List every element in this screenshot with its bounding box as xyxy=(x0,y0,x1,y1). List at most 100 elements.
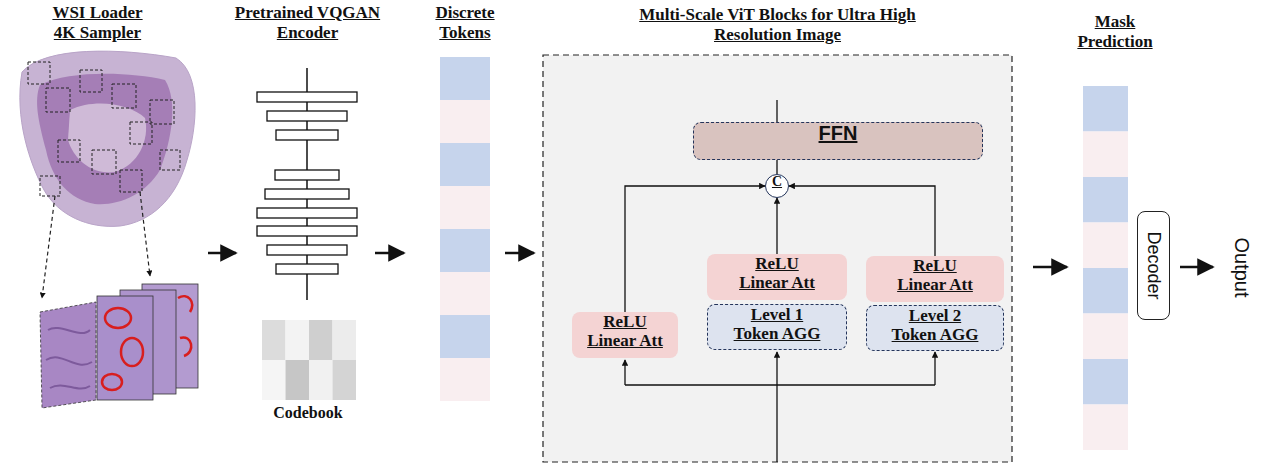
input-line xyxy=(625,384,935,385)
vit-block-frame xyxy=(543,55,1012,462)
sample-box xyxy=(80,70,102,92)
codebook-label: Codebook xyxy=(258,404,358,422)
encoder-layer xyxy=(265,189,349,199)
section-heading: Mask Prediction xyxy=(1077,12,1152,51)
codebook-grid xyxy=(262,320,356,400)
mask-cell xyxy=(1083,268,1128,314)
section-heading: WSI Loader 4K Sampler xyxy=(40,3,155,43)
tissue-inner xyxy=(68,104,146,173)
section-heading: Pretrained VQGAN Encoder xyxy=(220,3,395,43)
codebook-cell xyxy=(309,320,333,360)
node-label: ReLU Linear Att xyxy=(892,256,978,294)
connector xyxy=(776,198,777,254)
token-cell xyxy=(440,229,490,272)
sample-box xyxy=(40,176,60,196)
sample-box xyxy=(120,170,142,192)
sample-box xyxy=(150,100,174,124)
input-arrow xyxy=(776,352,777,385)
vit-block: Multi-Scale ViT Blocks for Ultra High Re… xyxy=(543,5,1012,463)
sample-box xyxy=(58,140,80,162)
aggregation-box: Level 1 Token AGG xyxy=(707,304,847,350)
flow-arrow xyxy=(375,252,404,255)
sample-box xyxy=(160,150,180,170)
node-label: Level 2 Token AGG xyxy=(887,306,983,344)
mask-cell xyxy=(1083,132,1128,178)
token-cell xyxy=(440,57,490,100)
node-label: FFN xyxy=(698,123,978,143)
node-label: ReLU Linear Att xyxy=(582,312,668,350)
zoom-arrow xyxy=(140,192,150,276)
patch xyxy=(97,296,153,400)
codebook-cell xyxy=(286,320,310,360)
nucleus-outline xyxy=(105,308,131,328)
decoder-box: Decoder xyxy=(1137,211,1170,320)
input-line xyxy=(776,385,777,462)
mask-cell xyxy=(1083,359,1128,405)
concat-circle: C xyxy=(765,174,789,198)
encoder-layers xyxy=(257,92,357,274)
encoder-layer xyxy=(276,130,338,140)
nuclei-outlines xyxy=(102,296,192,390)
codebook-cell xyxy=(309,360,333,400)
connector xyxy=(789,186,935,256)
attention-box: ReLU Linear Att xyxy=(866,256,1004,302)
mask-cell xyxy=(1083,223,1128,269)
sample-box xyxy=(112,84,136,108)
codebook-cell xyxy=(262,360,286,400)
codebook-cell xyxy=(262,320,286,360)
block-heading: Multi-Scale ViT Blocks for Ultra High Re… xyxy=(638,5,918,45)
sample-box xyxy=(28,62,50,84)
token-cell xyxy=(440,100,490,143)
zoom-arrow xyxy=(42,196,55,298)
encoder-layer xyxy=(257,92,357,102)
mask-cell xyxy=(1083,177,1128,223)
output-line xyxy=(776,100,777,122)
codebook-cell xyxy=(333,320,357,360)
encoder-layer xyxy=(257,226,357,236)
ffn-box: FFN xyxy=(693,122,983,160)
input-arrow xyxy=(934,352,935,385)
encoder-layer xyxy=(257,208,357,218)
sample-box xyxy=(130,122,152,144)
encoder-layer xyxy=(276,264,338,274)
section-heading: Pretrained VQGAN Encoder xyxy=(235,3,380,42)
section-heading: WSI Loader 4K Sampler xyxy=(52,3,142,42)
codebook-label: Codebook xyxy=(273,404,342,421)
token-cell xyxy=(440,315,490,358)
token-cell xyxy=(440,272,490,315)
attention-box: ReLU Linear Att xyxy=(707,254,847,300)
token-cell xyxy=(440,143,490,186)
flow-arrow xyxy=(1180,266,1213,269)
section-heading: Mask Prediction xyxy=(1060,12,1170,52)
patch-texture xyxy=(46,328,92,389)
node-label: C xyxy=(637,175,917,189)
encoder-layer xyxy=(275,170,339,180)
input-arrow xyxy=(624,360,625,385)
nucleus-outline xyxy=(180,337,191,356)
patch xyxy=(40,302,96,408)
nucleus-outline xyxy=(121,338,143,366)
tissue-core xyxy=(37,74,172,204)
mask-cell xyxy=(1083,314,1128,360)
token-column xyxy=(440,57,490,401)
nucleus-outline xyxy=(102,374,122,390)
section-heading: Discrete Tokens xyxy=(420,3,510,43)
node-label: ReLU Linear Att xyxy=(734,254,820,292)
tissue-slide xyxy=(20,51,195,226)
encoder-layer xyxy=(267,245,347,255)
node-label: Level 1 Token AGG xyxy=(729,305,825,343)
codebook-cell xyxy=(333,360,357,400)
output-label: Output xyxy=(1230,237,1253,297)
codebook-cell xyxy=(286,360,310,400)
flow-arrow xyxy=(1033,266,1067,269)
encoder-layer xyxy=(267,111,347,121)
node-label: Decoder xyxy=(1143,231,1164,299)
flow-arrow xyxy=(505,252,534,255)
output-label: Output xyxy=(1222,228,1260,306)
attention-box: ReLU Linear Att xyxy=(572,312,678,358)
token-cell xyxy=(440,358,490,401)
mask-column xyxy=(1083,86,1128,450)
